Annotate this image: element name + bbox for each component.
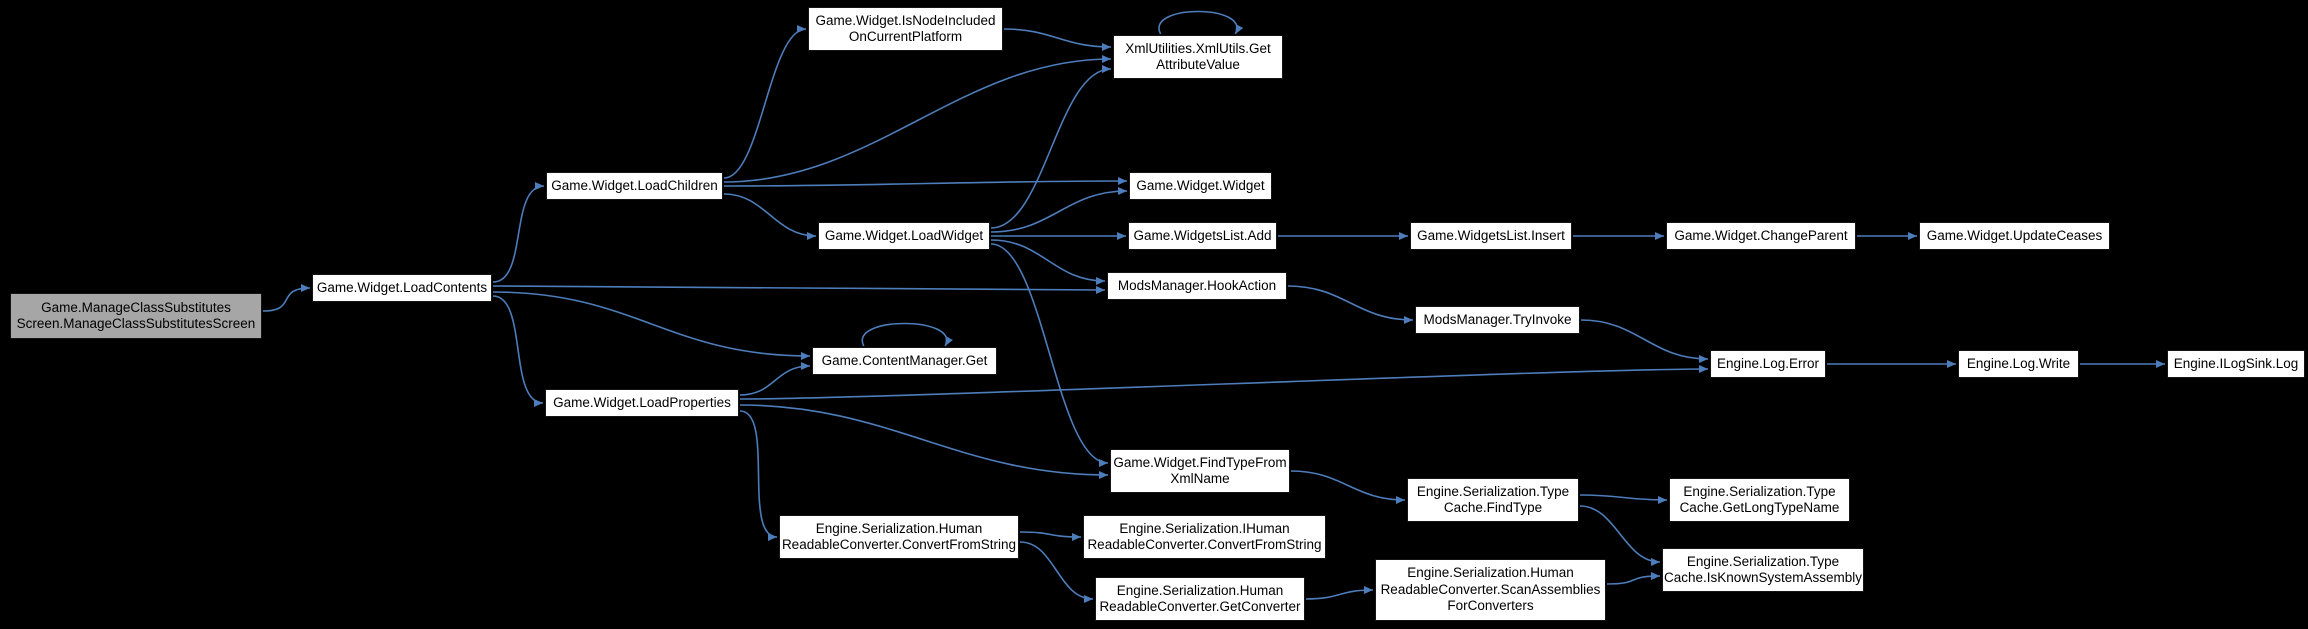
graph-node-label: Game.WidgetsList.Add — [1133, 227, 1272, 243]
graph-node-label: ModsManager.TryInvoke — [1423, 311, 1572, 327]
graph-node-label: Game.Widget.LoadProperties — [553, 394, 731, 410]
graph-node-label: ReadableConverter.ScanAssemblies — [1380, 581, 1601, 597]
graph-node-label: Engine.Serialization.Human — [815, 520, 983, 536]
graph-node-label: Game.Widget.LoadChildren — [551, 177, 718, 193]
graph-edge-get_converter-scan_assemblies — [1305, 586, 1374, 600]
graph-edge-scan_assemblies-is_known_system_assembly — [1606, 572, 1661, 585]
graph-node-label: Game.ContentManager.Get — [821, 352, 988, 368]
graph-edge-content_manager_get-self — [861, 322, 953, 347]
graph-node-label: Game.ManageClassSubstitutes — [41, 299, 231, 315]
graph-node-update_ceases[interactable]: Game.Widget.UpdateCeases — [1919, 222, 2110, 250]
graph-node-label: Engine.Serialization.Type — [1416, 483, 1570, 499]
graph-node-label: Engine.Serialization.IHuman — [1119, 520, 1290, 536]
graph-edge-load_properties-find_type_from_xml_name — [739, 404, 1109, 479]
graph-edge-load_contents-content_manager_get — [492, 291, 811, 360]
graph-node-label: Game.WidgetsList.Insert — [1417, 227, 1565, 243]
graph-edge-type_cache_find_type-get_long_type_name — [1579, 494, 1668, 504]
graph-node-label: Game.Widget.UpdateCeases — [1926, 227, 2103, 243]
graph-node-label: XmlName — [1170, 471, 1230, 486]
graph-node-hook_action[interactable]: ModsManager.HookAction — [1107, 272, 1287, 300]
graph-node-label: Cache.GetLongTypeName — [1679, 500, 1840, 515]
graph-edge-load_widget-widget — [990, 187, 1128, 233]
graph-node-label: Engine.Log.Error — [1716, 355, 1820, 371]
graph-node-log_error[interactable]: Engine.Log.Error — [1710, 350, 1826, 378]
graph-node-label: AttributeValue — [1156, 57, 1240, 72]
graph-node-log_write[interactable]: Engine.Log.Write — [1958, 350, 2079, 378]
graph-edge-load_contents-load_properties — [492, 295, 544, 407]
graph-node-label: Engine.Log.Write — [1966, 355, 2071, 371]
graph-node-label: Engine.Serialization.Type — [1686, 553, 1840, 569]
graph-node-label: Game.Widget.IsNodeIncluded — [815, 12, 996, 28]
graph-node-label: Engine.Serialization.Human — [1407, 565, 1574, 581]
graph-node-label: Game.Widget.Widget — [1136, 177, 1265, 193]
graph-node-content_manager_get[interactable]: Game.ContentManager.Get — [812, 347, 997, 375]
graph-node-label: ReadableConverter.ConvertFromString — [781, 537, 1017, 552]
graph-edge-is_node_included-get_attribute_value — [1003, 28, 1112, 51]
graph-edge-load_widget-hook_action — [990, 239, 1106, 285]
graph-edge-load_children-get_attribute_value — [723, 55, 1112, 183]
graph-node-label: XmlUtilities.XmlUtils.Get — [1125, 40, 1271, 56]
graph-node-load_children[interactable]: Game.Widget.LoadChildren — [546, 172, 723, 200]
graph-node-label: Game.Widget.ChangeParent — [1674, 227, 1848, 243]
graph-edge-load_children-is_node_included — [723, 25, 807, 179]
graph-node-label: Game.Widget.LoadWidget — [824, 227, 984, 243]
graph-edge-find_type_from_xml_name-type_cache_find_type — [1290, 470, 1406, 504]
graph-node-change_parent[interactable]: Game.Widget.ChangeParent — [1666, 222, 1856, 250]
graph-edge-load_children-load_widget — [723, 193, 817, 240]
graph-node-label: Game.Widget.LoadContents — [316, 279, 488, 295]
graph-edge-load_contents-load_children — [492, 182, 545, 283]
graph-edge-hrc_convert_from_string-ihrc_convert_from_string — [1019, 531, 1082, 541]
graph-node-label: ForConverters — [1447, 598, 1534, 614]
graph-node-label: Screen.ManageClassSubstitutesScreen — [16, 316, 256, 331]
graph-node-widgets_list_insert[interactable]: Game.WidgetsList.Insert — [1410, 222, 1572, 250]
graph-edge-load_widget-get_attribute_value — [990, 65, 1112, 229]
graph-edge-get_attribute_value-self — [1158, 10, 1244, 35]
graph-edge-type_cache_find_type-is_known_system_assembly — [1579, 505, 1661, 566]
graph-node-label: ReadableConverter.GetConverter — [1099, 599, 1301, 614]
graph-node-label: ReadableConverter.ConvertFromString — [1087, 537, 1322, 552]
graph-node-label: ModsManager.HookAction — [1117, 277, 1277, 293]
graph-node-label: Engine.Serialization.Human — [1116, 582, 1284, 598]
graph-edge-ctor-load_contents — [262, 284, 311, 312]
graph-node-label: Engine.Serialization.Type — [1683, 483, 1836, 499]
graph-edge-hrc_convert_from_string-get_converter — [1019, 541, 1094, 603]
graph-node-label: Game.Widget.FindTypeFrom — [1113, 454, 1287, 470]
graph-edge-load_properties-log_error — [739, 365, 1709, 400]
graph-node-load_properties[interactable]: Game.Widget.LoadProperties — [545, 389, 739, 417]
graph-node-widgets_list_add[interactable]: Game.WidgetsList.Add — [1128, 222, 1277, 250]
graph-edge-load_widget-find_type_from_xml_name — [990, 243, 1109, 467]
graph-node-label: Engine.ILogSink.Log — [2173, 355, 2299, 371]
graph-edge-load_properties-hrc_convert_from_string — [739, 410, 778, 541]
graph-edge-hook_action-try_invoke — [1287, 285, 1414, 324]
graph-node-widget[interactable]: Game.Widget.Widget — [1129, 172, 1272, 200]
graph-node-label: Cache.IsKnownSystemAssembly — [1663, 570, 1863, 585]
graph-node-try_invoke[interactable]: ModsManager.TryInvoke — [1415, 306, 1580, 334]
graph-edge-load_contents-hook_action — [492, 285, 1106, 294]
graph-node-load_widget[interactable]: Game.Widget.LoadWidget — [818, 222, 990, 250]
graph-node-label: OnCurrentPlatform — [848, 29, 963, 44]
graph-node-load_contents[interactable]: Game.Widget.LoadContents — [312, 274, 492, 302]
graph-node-ilogsink_log[interactable]: Engine.ILogSink.Log — [2167, 350, 2305, 378]
graph-node-label: Cache.FindType — [1443, 500, 1543, 515]
graph-edge-load_properties-content_manager_get — [739, 362, 811, 396]
graph-edge-try_invoke-log_error — [1580, 319, 1709, 363]
graph-edge-load_children-widget — [723, 177, 1128, 187]
